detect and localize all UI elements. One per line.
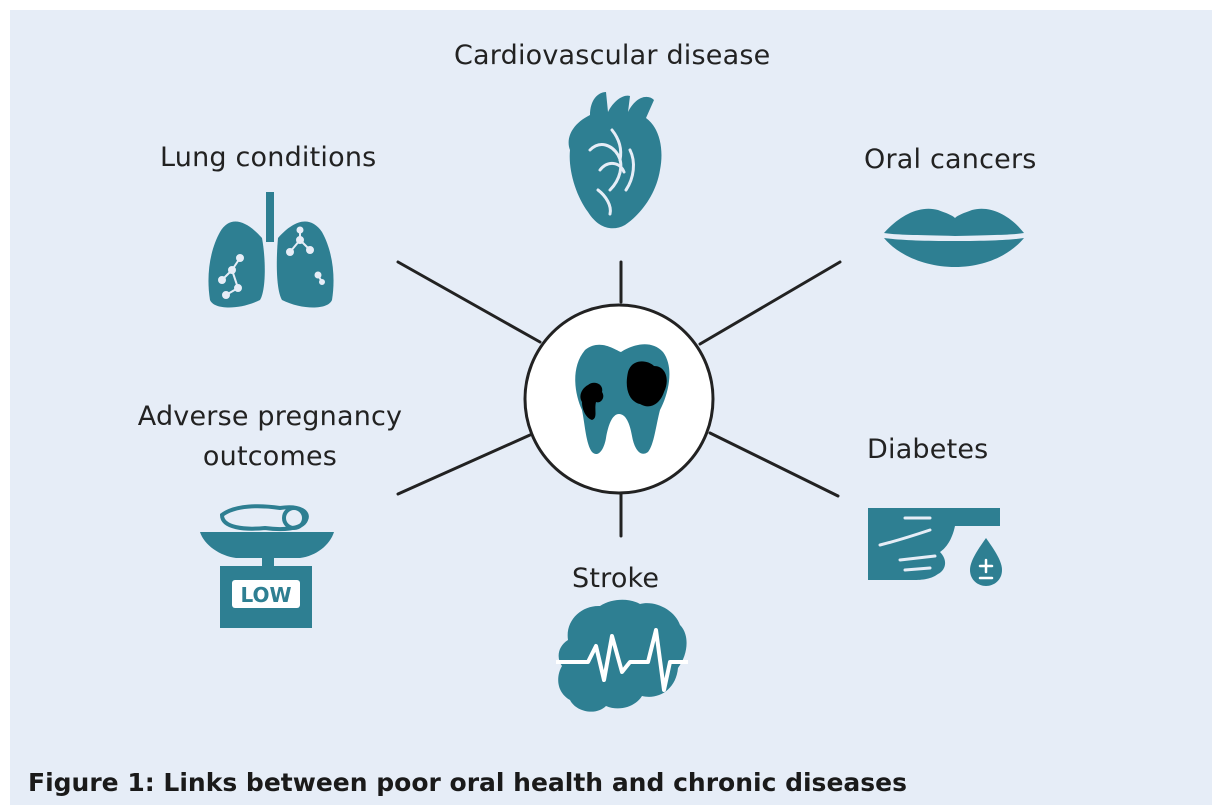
label-stroke: Stroke bbox=[572, 563, 660, 594]
glucose-finger-icon bbox=[868, 508, 1002, 586]
brain-pulse-icon bbox=[556, 599, 688, 712]
baby-scale-icon bbox=[200, 504, 334, 628]
label-pregnancy-line1: Adverse pregnancy bbox=[137, 401, 403, 432]
figure-caption: Figure 1: Links between poor oral health… bbox=[28, 768, 907, 797]
lips-icon bbox=[884, 208, 1024, 267]
decayed-tooth-icon bbox=[523, 303, 715, 495]
label-pregnancy-line2: outcomes bbox=[202, 441, 338, 472]
connector-diabetes bbox=[708, 431, 840, 498]
connector-lung bbox=[396, 260, 542, 344]
connector-oral-cancers bbox=[698, 260, 842, 346]
scale-low-text: LOW bbox=[240, 583, 291, 607]
label-lung: Lung conditions bbox=[160, 142, 377, 173]
label-oral-cancers: Oral cancers bbox=[864, 144, 1037, 175]
connector-lines bbox=[396, 260, 842, 538]
label-diabetes: Diabetes bbox=[867, 434, 989, 465]
lungs-icon bbox=[208, 192, 334, 308]
label-cardiovascular: Cardiovascular disease bbox=[454, 40, 771, 71]
connector-pregnancy bbox=[396, 433, 532, 496]
heart-icon bbox=[568, 92, 662, 229]
